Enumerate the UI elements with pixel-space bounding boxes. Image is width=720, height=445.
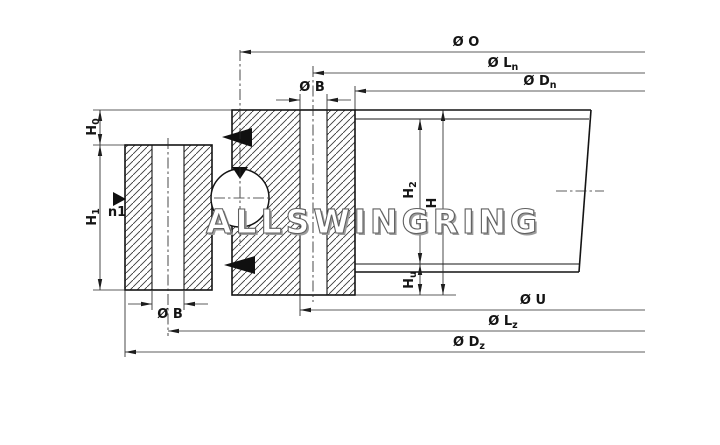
label-dia-ln: Ø Ln <box>488 56 519 73</box>
seals <box>222 128 255 274</box>
extension-lines <box>93 86 456 357</box>
dimension-lines <box>99 51 645 353</box>
label-dia-dn: Ø Dn <box>523 74 556 91</box>
label-dia-u: Ø U <box>520 293 546 308</box>
label-dia-o: Ø O <box>453 35 480 50</box>
watermark: ALLSWINGRING ALLSWINGRING <box>205 201 543 243</box>
inner-ring-hatch-left <box>125 145 152 290</box>
label-n1: n1 <box>108 205 126 220</box>
seal-bottom <box>224 256 255 274</box>
centerlines <box>167 50 604 336</box>
dimension-arrows <box>97 49 446 355</box>
label-h0: H0 <box>85 118 102 136</box>
inner-ring-section <box>124 144 213 291</box>
inner-ring-outline <box>124 144 213 291</box>
seal-top <box>222 128 252 147</box>
label-dia-b-bottom: Ø B <box>157 307 183 322</box>
label-h2: H2 <box>402 181 419 199</box>
outer-ring-hatch-right <box>327 110 355 295</box>
watermark-shadow-text: ALLSWINGRING <box>208 204 543 243</box>
dimension-labels: Ø O Ø Ln Ø Dn Ø B H0 H1 n1 H2 H Hu Ø B Ø… <box>85 35 557 352</box>
label-h: H <box>425 198 440 209</box>
label-hu: Hu <box>402 271 419 289</box>
n1-marker-icon <box>113 192 126 206</box>
label-h1: H1 <box>85 208 102 226</box>
watermark-text: ALLSWINGRING <box>206 202 541 241</box>
inner-ring-hatch-right <box>184 145 212 290</box>
gear-section <box>355 109 592 273</box>
label-dia-dz: Ø Dz <box>453 335 485 352</box>
label-dia-b-top: Ø B <box>299 80 325 95</box>
label-dia-lz: Ø Lz <box>488 314 518 331</box>
